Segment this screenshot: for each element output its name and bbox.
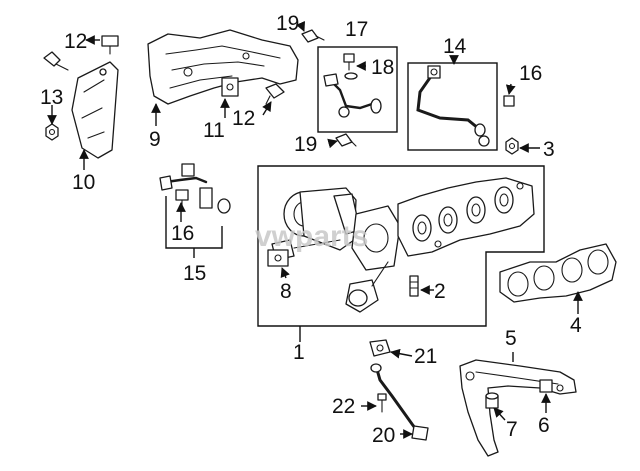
callout-18: 18 [371, 56, 394, 79]
callout-14: 14 [443, 35, 467, 58]
callout-12-top: 12 [64, 30, 87, 53]
callout-8: 8 [280, 280, 292, 303]
callout-12-lower: 12 [232, 107, 255, 130]
callout-1: 1 [293, 341, 305, 364]
callout-20: 20 [372, 424, 395, 447]
callout-7: 7 [506, 418, 518, 441]
callout-21: 21 [414, 345, 437, 368]
callout-2: 2 [434, 280, 446, 303]
callout-11: 11 [203, 119, 225, 142]
part-7-bushing [485, 392, 499, 409]
callout-16-right: 16 [519, 62, 542, 85]
frame-1 [257, 165, 545, 327]
part-9-heat-shield [147, 29, 299, 105]
part-6-bolt [539, 379, 553, 393]
leader-lines [47, 20, 583, 439]
part-13-nut [45, 123, 59, 141]
callout-10: 10 [72, 171, 95, 194]
watermark-logo: vwparts [255, 220, 368, 253]
part-3-nut [505, 137, 519, 155]
part-12-bolt-lower [265, 83, 285, 105]
part-15-coolant-line [159, 163, 231, 214]
callout-13: 13 [40, 86, 63, 109]
part-21-fitting [369, 339, 391, 357]
callout-19-top: 19 [276, 12, 299, 35]
part-17-oil-feed-line [323, 53, 382, 118]
part-12-bolt-upper [43, 35, 119, 71]
part-11-clip [221, 77, 239, 97]
frame-17 [317, 46, 398, 133]
part-16-bolt-right [503, 95, 515, 107]
callout-19-lower: 19 [294, 133, 317, 156]
callout-16-left: 16 [171, 222, 194, 245]
bracket-15 [165, 196, 223, 258]
callout-17: 17 [345, 18, 368, 41]
part-20-coolant-return-pipe [370, 363, 429, 441]
callout-4: 4 [570, 314, 582, 337]
callout-3: 3 [543, 138, 555, 161]
callout-9: 9 [149, 128, 161, 151]
part-19-bolt-upper [301, 29, 325, 43]
part-1-turbocharger [271, 177, 535, 313]
part-10-heat-shield-bracket [71, 61, 119, 159]
part-5-support-bracket [459, 359, 577, 457]
part-8-actuator-bracket [267, 249, 289, 267]
callout-5: 5 [505, 327, 517, 350]
part-22-bolt [377, 393, 387, 413]
part-2-stud [409, 275, 419, 297]
part-19-bolt-lower [335, 133, 357, 147]
part-4-manifold-gasket [499, 243, 617, 303]
callout-6: 6 [538, 414, 550, 437]
callout-22: 22 [332, 395, 355, 418]
part-14-oil-return-pipe [416, 65, 490, 147]
callout-15: 15 [183, 262, 206, 285]
